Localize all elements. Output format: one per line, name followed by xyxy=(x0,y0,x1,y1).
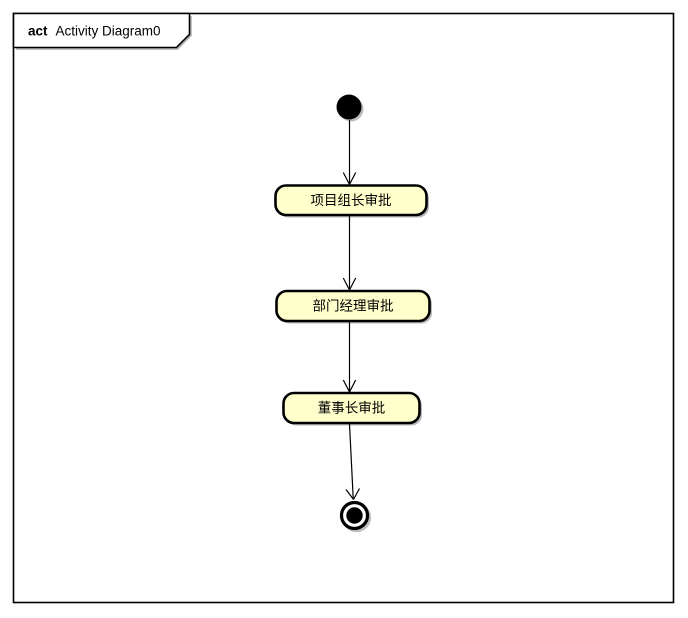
frame-title-label: Activity Diagram0 xyxy=(56,24,161,39)
frame-title: act Activity Diagram0 xyxy=(28,24,161,39)
activity-node-3[interactable]: 董事长审批 xyxy=(282,391,423,426)
activity-node-1[interactable]: 项目组长审批 xyxy=(274,184,430,218)
frame-title-tab xyxy=(12,12,191,49)
activity-box[interactable] xyxy=(282,391,421,425)
arrowhead-icon xyxy=(342,277,357,291)
frame-tag-label: act xyxy=(28,24,48,39)
activity-label: 部门经理审批 xyxy=(313,299,394,314)
activity-label: 董事长审批 xyxy=(318,401,386,416)
activity-box[interactable] xyxy=(274,184,428,217)
activity-label: 项目组长审批 xyxy=(311,193,392,208)
arrowhead-icon xyxy=(342,172,357,185)
activity-box[interactable] xyxy=(275,289,431,323)
control-flow-edge-4[interactable] xyxy=(345,423,361,500)
initial-node[interactable] xyxy=(336,94,364,122)
control-flow-edge-3[interactable] xyxy=(342,321,357,393)
control-flow-edge-1[interactable] xyxy=(342,120,357,185)
diagram-frame xyxy=(12,12,675,604)
edge-line xyxy=(348,423,354,499)
control-flow-edge-2[interactable] xyxy=(342,216,357,291)
initial-node-circle[interactable] xyxy=(336,94,362,120)
activity-node-2[interactable]: 部门经理审批 xyxy=(275,289,433,324)
arrowhead-icon xyxy=(345,488,361,500)
arrowhead-icon xyxy=(342,379,357,393)
final-node[interactable] xyxy=(339,500,372,533)
final-node-core xyxy=(346,507,363,524)
frame-title-tab-shadow xyxy=(16,16,192,50)
